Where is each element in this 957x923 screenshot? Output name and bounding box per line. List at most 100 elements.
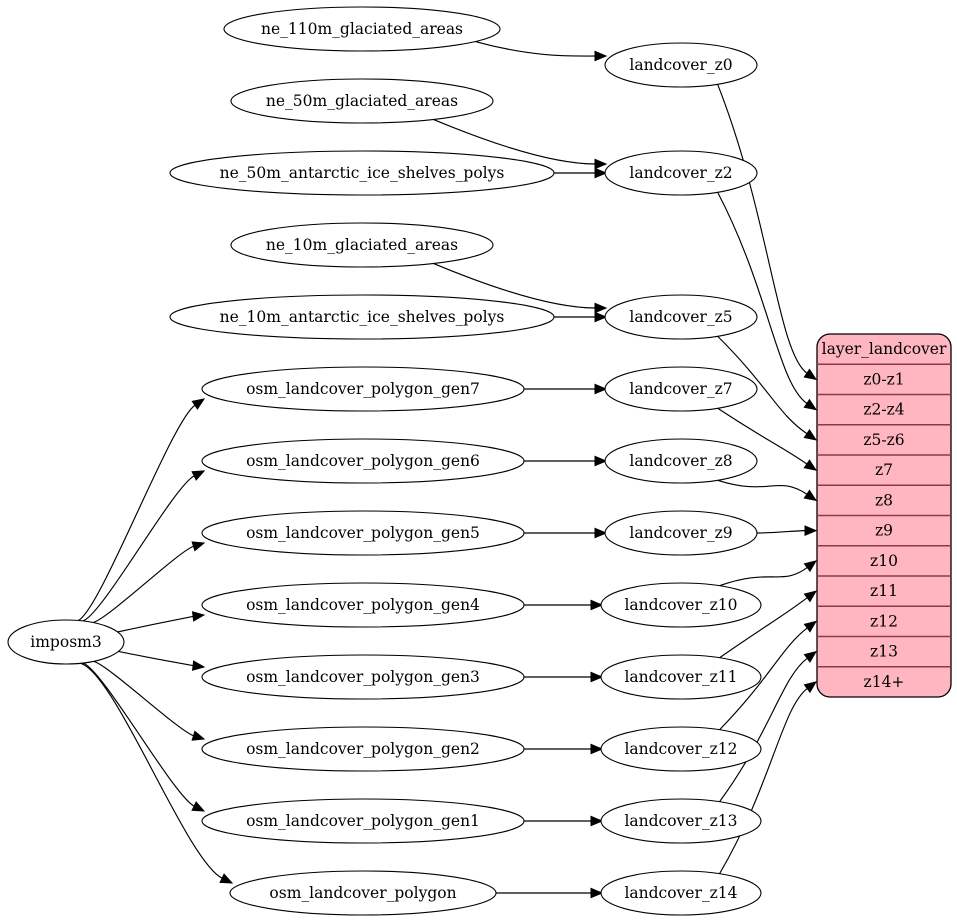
node-label-ne_110m_glaciated_areas: ne_110m_glaciated_areas [261, 20, 463, 38]
node-ne_10m_glaciated_areas[interactable]: ne_10m_glaciated_areas [230, 222, 494, 268]
layer-table-header: layer_landcover [822, 340, 947, 358]
edge-landcover_z11-to-layer-row-7-arrowhead [803, 590, 818, 603]
layer-table-row-z8[interactable]: z8 [875, 491, 893, 509]
node-shape-ne_10m_glaciated_areas [230, 222, 494, 268]
node-label-landcover_z5: landcover_z5 [629, 308, 732, 326]
edge-ne_10m_glaciated_areas-to-landcover_z5 [433, 262, 596, 309]
node-label-osm_landcover_polygon_gen5: osm_landcover_polygon_gen5 [246, 524, 480, 542]
edge-osm_landcover_polygon_gen7-to-landcover_z7-arrowhead [594, 383, 608, 395]
nodes-layer: ne_110m_glaciated_areas ne_50m_glaciated_… [7, 6, 762, 916]
edge-osm_landcover_polygon-to-landcover_z14-arrowhead [590, 887, 604, 899]
node-osm_landcover_polygon_gen7[interactable]: osm_landcover_polygon_gen7 [201, 366, 525, 412]
node-label-osm_landcover_polygon_gen3: osm_landcover_polygon_gen3 [246, 668, 480, 686]
layer-table-row-z5-z6[interactable]: z5-z6 [863, 431, 904, 449]
node-shape-landcover_z13 [600, 798, 762, 844]
node-label-landcover_z7: landcover_z7 [629, 380, 732, 398]
edge-landcover_z2-to-layer-row-1 [717, 192, 808, 405]
edge-imposm3-to-osm_landcover_polygon_gen2 [93, 660, 195, 737]
edge-ne_50m_glaciated_areas-to-landcover_z2-arrowhead [594, 158, 608, 170]
layer-table-row-z0-z1[interactable]: z0-z1 [863, 370, 904, 388]
node-osm_landcover_polygon_gen2[interactable]: osm_landcover_polygon_gen2 [201, 726, 525, 772]
layer-table-row-z14+[interactable]: z14+ [864, 673, 905, 691]
edge-landcover_z0-to-layer-row-0-arrowhead [803, 368, 818, 381]
node-shape-landcover_z10 [600, 582, 762, 628]
node-ne_50m_antarctic_ice_shelves_polys[interactable]: ne_50m_antarctic_ice_shelves_polys [169, 150, 555, 196]
node-shape-ne_10m_antarctic_ice_shelves_polys [169, 294, 555, 340]
edge-landcover_z13-to-layer-row-9 [719, 657, 808, 803]
node-label-osm_landcover_polygon_gen2: osm_landcover_polygon_gen2 [246, 740, 480, 758]
node-shape-ne_110m_glaciated_areas [223, 6, 501, 52]
layer-landcover-table[interactable]: layer_landcover z0-z1 z2-z4 z5-z6 z7 z8 z9 z10 z… [816, 333, 952, 698]
edge-ne_110m_glaciated_areas-to-landcover_z0 [475, 40, 596, 57]
edge-ne_110m_glaciated_areas-to-landcover_z0-arrowhead [594, 50, 608, 62]
edge-ne_50m_antarctic_ice_shelves_polys-to-landcover_z2-arrowhead [594, 167, 608, 179]
edge-imposm3-to-osm_landcover_polygon [80, 662, 223, 879]
edge-landcover_z14-to-layer-row-10-arrowhead [803, 681, 818, 694]
node-shape-landcover_z9 [604, 510, 758, 556]
node-imposm3[interactable]: imposm3 [7, 619, 125, 665]
node-osm_landcover_polygon[interactable]: osm_landcover_polygon [229, 870, 497, 916]
node-shape-landcover_z0 [604, 42, 758, 88]
node-landcover_z8[interactable]: landcover_z8 [604, 438, 758, 484]
node-label-landcover_z2: landcover_z2 [629, 164, 732, 182]
edge-landcover_z7-to-layer-row-3 [717, 407, 808, 465]
node-osm_landcover_polygon_gen6[interactable]: osm_landcover_polygon_gen6 [201, 438, 525, 484]
layer-table-row-z10[interactable]: z10 [870, 552, 898, 570]
node-landcover_z5[interactable]: landcover_z5 [604, 294, 758, 340]
node-label-imposm3: imposm3 [30, 633, 101, 651]
node-label-landcover_z12: landcover_z12 [624, 740, 737, 758]
node-label-landcover_z10: landcover_z10 [624, 596, 737, 614]
node-landcover_z0[interactable]: landcover_z0 [604, 42, 758, 88]
node-shape-osm_landcover_polygon_gen7 [201, 366, 525, 412]
node-ne_50m_glaciated_areas[interactable]: ne_50m_glaciated_areas [230, 78, 494, 124]
edge-landcover_z12-to-layer-row-8 [719, 627, 808, 731]
node-label-ne_50m_glaciated_areas: ne_50m_glaciated_areas [266, 92, 458, 110]
node-shape-landcover_z7 [604, 366, 758, 412]
edge-landcover_z8-to-layer-row-4 [717, 479, 808, 495]
node-ne_10m_antarctic_ice_shelves_polys[interactable]: ne_10m_antarctic_ice_shelves_polys [169, 294, 555, 340]
node-shape-osm_landcover_polygon [229, 870, 497, 916]
node-label-osm_landcover_polygon_gen7: osm_landcover_polygon_gen7 [246, 380, 480, 398]
node-landcover_z14[interactable]: landcover_z14 [600, 870, 762, 916]
node-landcover_z10[interactable]: landcover_z10 [600, 582, 762, 628]
edge-osm_landcover_polygon_gen6-to-landcover_z8-arrowhead [594, 455, 608, 467]
node-landcover_z11[interactable]: landcover_z11 [600, 654, 762, 700]
node-osm_landcover_polygon_gen3[interactable]: osm_landcover_polygon_gen3 [201, 654, 525, 700]
node-label-landcover_z9: landcover_z9 [629, 524, 732, 542]
node-label-osm_landcover_polygon: osm_landcover_polygon [269, 884, 456, 902]
layer-table-row-z12[interactable]: z12 [870, 612, 898, 630]
edge-imposm3-to-osm_landcover_polygon_gen6-arrowhead [191, 470, 206, 481]
node-osm_landcover_polygon_gen1[interactable]: osm_landcover_polygon_gen1 [201, 798, 525, 844]
node-osm_landcover_polygon_gen5[interactable]: osm_landcover_polygon_gen5 [201, 510, 525, 556]
node-shape-landcover_z5 [604, 294, 758, 340]
edge-landcover_z7-to-layer-row-3-arrowhead [803, 459, 818, 471]
node-shape-landcover_z12 [600, 726, 762, 772]
layer-table-row-z13[interactable]: z13 [870, 643, 898, 661]
node-osm_landcover_polygon_gen4[interactable]: osm_landcover_polygon_gen4 [201, 582, 525, 628]
node-shape-landcover_z2 [604, 150, 758, 196]
layer-table-row-z11[interactable]: z11 [870, 582, 898, 600]
layer-table-row-z2-z4[interactable]: z2-z4 [863, 401, 904, 419]
node-shape-landcover_z8 [604, 438, 758, 484]
node-landcover_z12[interactable]: landcover_z12 [600, 726, 762, 772]
edge-landcover_z2-to-layer-row-1-arrowhead [803, 398, 818, 411]
node-landcover_z13[interactable]: landcover_z13 [600, 798, 762, 844]
edge-imposm3-to-osm_landcover_polygon_gen1 [82, 662, 195, 807]
edge-landcover_z12-to-layer-row-8-arrowhead [803, 620, 818, 633]
edge-landcover_z0-to-layer-row-0 [717, 84, 808, 374]
node-label-ne_10m_glaciated_areas: ne_10m_glaciated_areas [266, 236, 458, 254]
edge-landcover_z10-to-layer-row-6 [719, 566, 808, 587]
edge-landcover_z9-to-layer-row-5-arrowhead [804, 525, 818, 536]
node-shape-landcover_z14 [600, 870, 762, 916]
edge-imposm3-to-osm_landcover_polygon-arrowhead [219, 873, 234, 884]
layer-table-row-z7[interactable]: z7 [875, 461, 893, 479]
node-landcover_z9[interactable]: landcover_z9 [604, 510, 758, 556]
node-label-osm_landcover_polygon_gen1: osm_landcover_polygon_gen1 [246, 812, 480, 830]
node-label-osm_landcover_polygon_gen4: osm_landcover_polygon_gen4 [246, 596, 480, 614]
node-ne_110m_glaciated_areas[interactable]: ne_110m_glaciated_areas [223, 6, 501, 52]
edge-ne_10m_antarctic_ice_shelves_polys-to-landcover_z5-arrowhead [594, 311, 608, 323]
node-landcover_z7[interactable]: landcover_z7 [604, 366, 758, 412]
layer-table-row-z9[interactable]: z9 [875, 522, 893, 540]
node-landcover_z2[interactable]: landcover_z2 [604, 150, 758, 196]
